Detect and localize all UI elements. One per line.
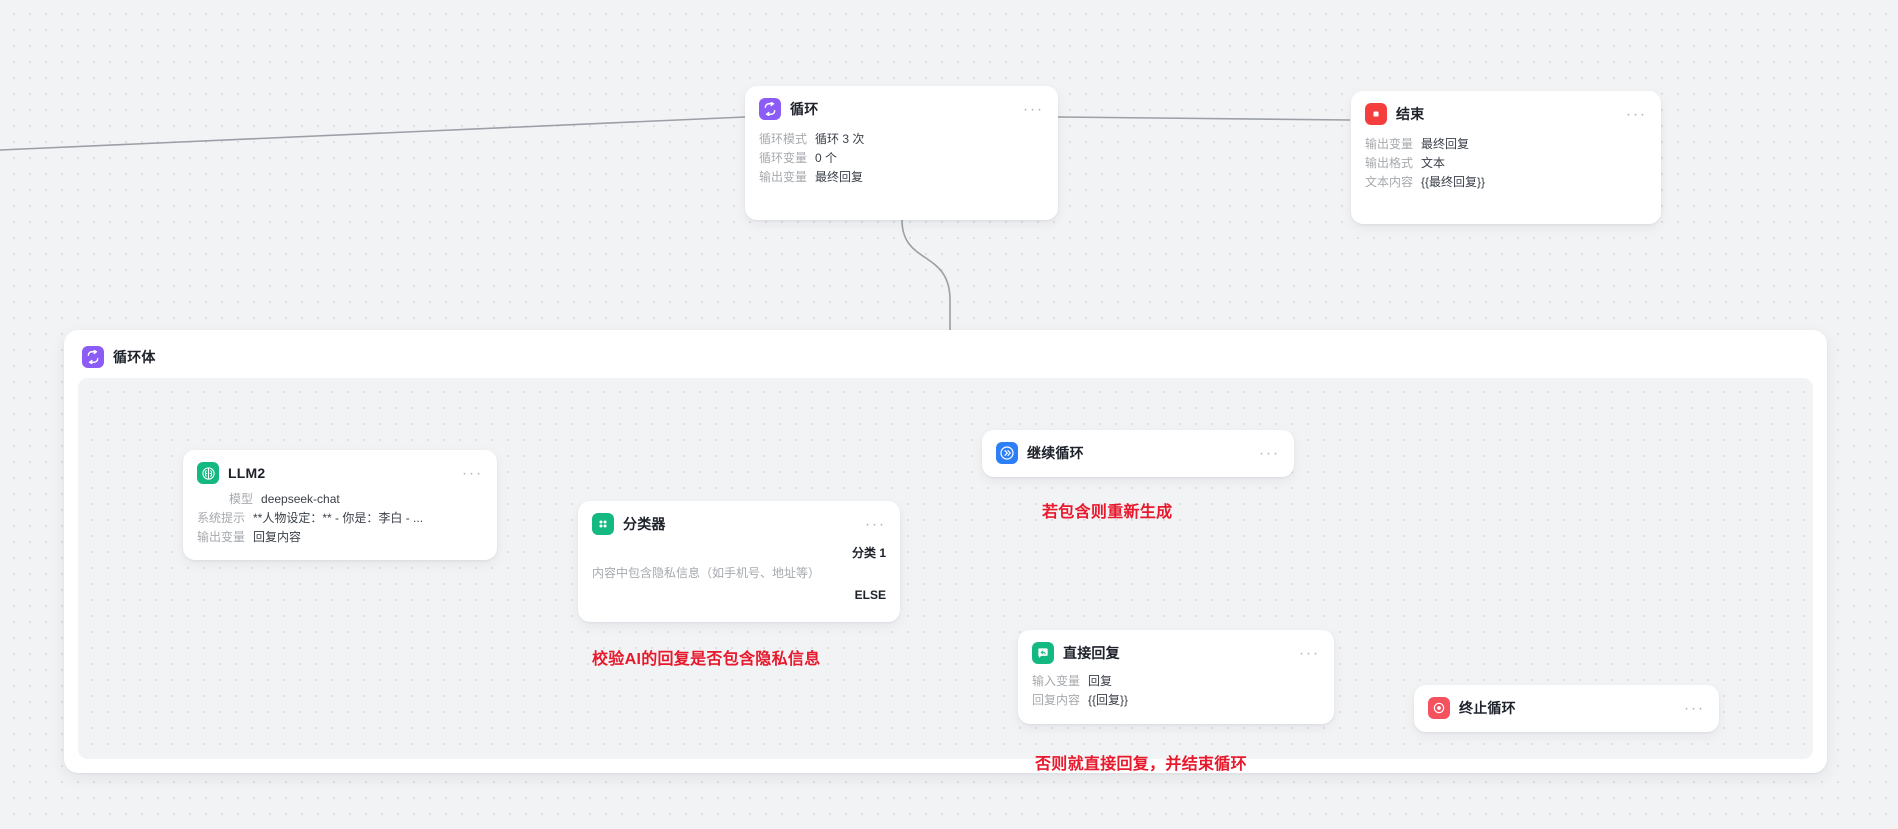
node-direct-reply-body: 输入变量 回复 回复内容 {{回复}} bbox=[1032, 672, 1320, 710]
node-end-header: 结束 ··· bbox=[1365, 103, 1647, 125]
row-value: 0 个 bbox=[815, 151, 838, 165]
node-direct-reply[interactable]: 直接回复 ··· 输入变量 回复 回复内容 {{回复}} bbox=[1018, 630, 1334, 724]
loop-icon bbox=[82, 346, 104, 368]
row-key: 输出格式 bbox=[1365, 156, 1414, 170]
annotation-regenerate: 若包含则重新生成 bbox=[1042, 504, 1173, 521]
node-terminate-loop-title: 终止循环 bbox=[1459, 700, 1516, 716]
node-end-row-text: 文本内容 {{最终回复}} bbox=[1365, 173, 1647, 192]
edge-in-to-loop bbox=[0, 116, 746, 151]
node-direct-reply-row-content: 回复内容 {{回复}} bbox=[1032, 691, 1320, 710]
row-key: 输出变量 bbox=[1365, 137, 1414, 151]
node-llm2[interactable]: LLM2 ··· 模型 deepseek-chat 系统提示 **人物设定：**… bbox=[183, 450, 497, 560]
classifier-branch-else-label: ELSE bbox=[854, 588, 886, 602]
node-llm2-row-model: 模型 deepseek-chat bbox=[197, 490, 483, 509]
edge-loop-to-end bbox=[1057, 116, 1351, 121]
row-value: 最终回复 bbox=[1421, 137, 1470, 151]
node-classifier-body: 分类 1 内容中包含隐私信息（如手机号、地址等） ELSE bbox=[592, 543, 886, 605]
node-continue-loop-menu-button[interactable]: ··· bbox=[1259, 444, 1280, 462]
classifier-branch-1-label: 分类 1 bbox=[851, 546, 886, 560]
node-llm2-menu-button[interactable]: ··· bbox=[462, 464, 483, 482]
node-end-body: 输出变量 最终回复 输出格式 文本 文本内容 {{最终回复}} bbox=[1365, 135, 1647, 192]
node-loop-row-variables: 循环变量 0 个 bbox=[759, 149, 1044, 168]
row-key: 系统提示 bbox=[197, 511, 246, 525]
row-key: 输出变量 bbox=[197, 530, 246, 544]
node-loop-title: 循环 bbox=[790, 101, 819, 117]
node-terminate-loop[interactable]: 终止循环 ··· bbox=[1414, 685, 1719, 732]
node-loop-header: 循环 ··· bbox=[759, 98, 1044, 120]
loop-body-header: 循环体 bbox=[78, 344, 1813, 380]
brain-icon bbox=[197, 462, 219, 484]
row-key: 模型 bbox=[229, 492, 254, 506]
node-end[interactable]: 结束 ··· 输出变量 最终回复 输出格式 文本 文本内容 {{最终回复}} bbox=[1351, 91, 1661, 224]
row-value: {{最终回复}} bbox=[1421, 175, 1486, 189]
node-classifier-header: 分类器 ··· bbox=[592, 513, 886, 535]
row-key: 回复内容 bbox=[1032, 693, 1081, 707]
node-llm2-title: LLM2 bbox=[228, 465, 266, 481]
classifier-branch-1-description: 内容中包含隐私信息（如手机号、地址等） bbox=[592, 566, 821, 580]
annotation-validate: 校验AI的回复是否包含隐私信息 bbox=[592, 651, 821, 668]
node-llm2-row-system-prompt: 系统提示 **人物设定：** - 你是：李白 - ... bbox=[197, 509, 483, 528]
node-classifier[interactable]: 分类器 ··· 分类 1 内容中包含隐私信息（如手机号、地址等） ELSE bbox=[578, 501, 900, 622]
node-terminate-loop-header: 终止循环 ··· bbox=[1428, 697, 1705, 719]
row-value: {{回复}} bbox=[1088, 693, 1129, 707]
row-value: deepseek-chat bbox=[261, 492, 340, 506]
grid-dots-icon bbox=[592, 513, 614, 535]
edge-loop-to-loopbody bbox=[901, 219, 951, 332]
double-chevron-right-icon bbox=[996, 442, 1018, 464]
node-continue-loop[interactable]: 继续循环 ··· bbox=[982, 430, 1294, 477]
row-key: 文本内容 bbox=[1365, 175, 1414, 189]
row-value: **人物设定：** - 你是：李白 - ... bbox=[253, 511, 424, 525]
node-direct-reply-title: 直接回复 bbox=[1063, 645, 1120, 661]
node-direct-reply-header: 直接回复 ··· bbox=[1032, 642, 1320, 664]
node-loop-row-mode: 循环模式 循环 3 次 bbox=[759, 130, 1044, 149]
node-loop-row-output: 输出变量 最终回复 bbox=[759, 168, 1044, 187]
row-value: 最终回复 bbox=[815, 170, 864, 184]
row-value: 循环 3 次 bbox=[815, 132, 865, 146]
node-loop-body: 循环模式 循环 3 次 循环变量 0 个 输出变量 最终回复 bbox=[759, 130, 1044, 187]
row-key: 输入变量 bbox=[1032, 674, 1081, 688]
row-key: 输出变量 bbox=[759, 170, 808, 184]
row-value: 文本 bbox=[1421, 156, 1446, 170]
node-continue-loop-header: 继续循环 ··· bbox=[996, 442, 1280, 464]
reply-bubble-icon bbox=[1032, 642, 1054, 664]
node-end-menu-button[interactable]: ··· bbox=[1626, 105, 1647, 123]
node-llm2-row-output: 输出变量 回复内容 bbox=[197, 528, 483, 547]
node-llm2-header: LLM2 ··· bbox=[197, 462, 483, 484]
node-continue-loop-title: 继续循环 bbox=[1027, 445, 1084, 461]
node-terminate-loop-menu-button[interactable]: ··· bbox=[1684, 699, 1705, 717]
node-direct-reply-menu-button[interactable]: ··· bbox=[1299, 644, 1320, 662]
stop-circle-icon bbox=[1428, 697, 1450, 719]
node-loop[interactable]: 循环 ··· 循环模式 循环 3 次 循环变量 0 个 输出变量 最终回复 bbox=[745, 86, 1058, 220]
node-direct-reply-row-input: 输入变量 回复 bbox=[1032, 672, 1320, 691]
loop-body-title: 循环体 bbox=[113, 349, 156, 365]
node-llm2-body: 模型 deepseek-chat 系统提示 **人物设定：** - 你是：李白 … bbox=[197, 490, 483, 547]
node-classifier-title: 分类器 bbox=[623, 516, 666, 532]
stop-square-icon bbox=[1365, 103, 1387, 125]
annotation-reply-and-end: 否则就直接回复，并结束循环 bbox=[1035, 756, 1247, 773]
node-end-row-format: 输出格式 文本 bbox=[1365, 154, 1647, 173]
row-value: 回复内容 bbox=[253, 530, 302, 544]
node-loop-menu-button[interactable]: ··· bbox=[1023, 100, 1044, 118]
node-classifier-menu-button[interactable]: ··· bbox=[865, 515, 886, 533]
node-end-title: 结束 bbox=[1396, 106, 1425, 122]
row-value: 回复 bbox=[1088, 674, 1113, 688]
row-key: 循环变量 bbox=[759, 151, 808, 165]
node-end-row-output-var: 输出变量 最终回复 bbox=[1365, 135, 1647, 154]
row-key: 循环模式 bbox=[759, 132, 808, 146]
loop-icon bbox=[759, 98, 781, 120]
